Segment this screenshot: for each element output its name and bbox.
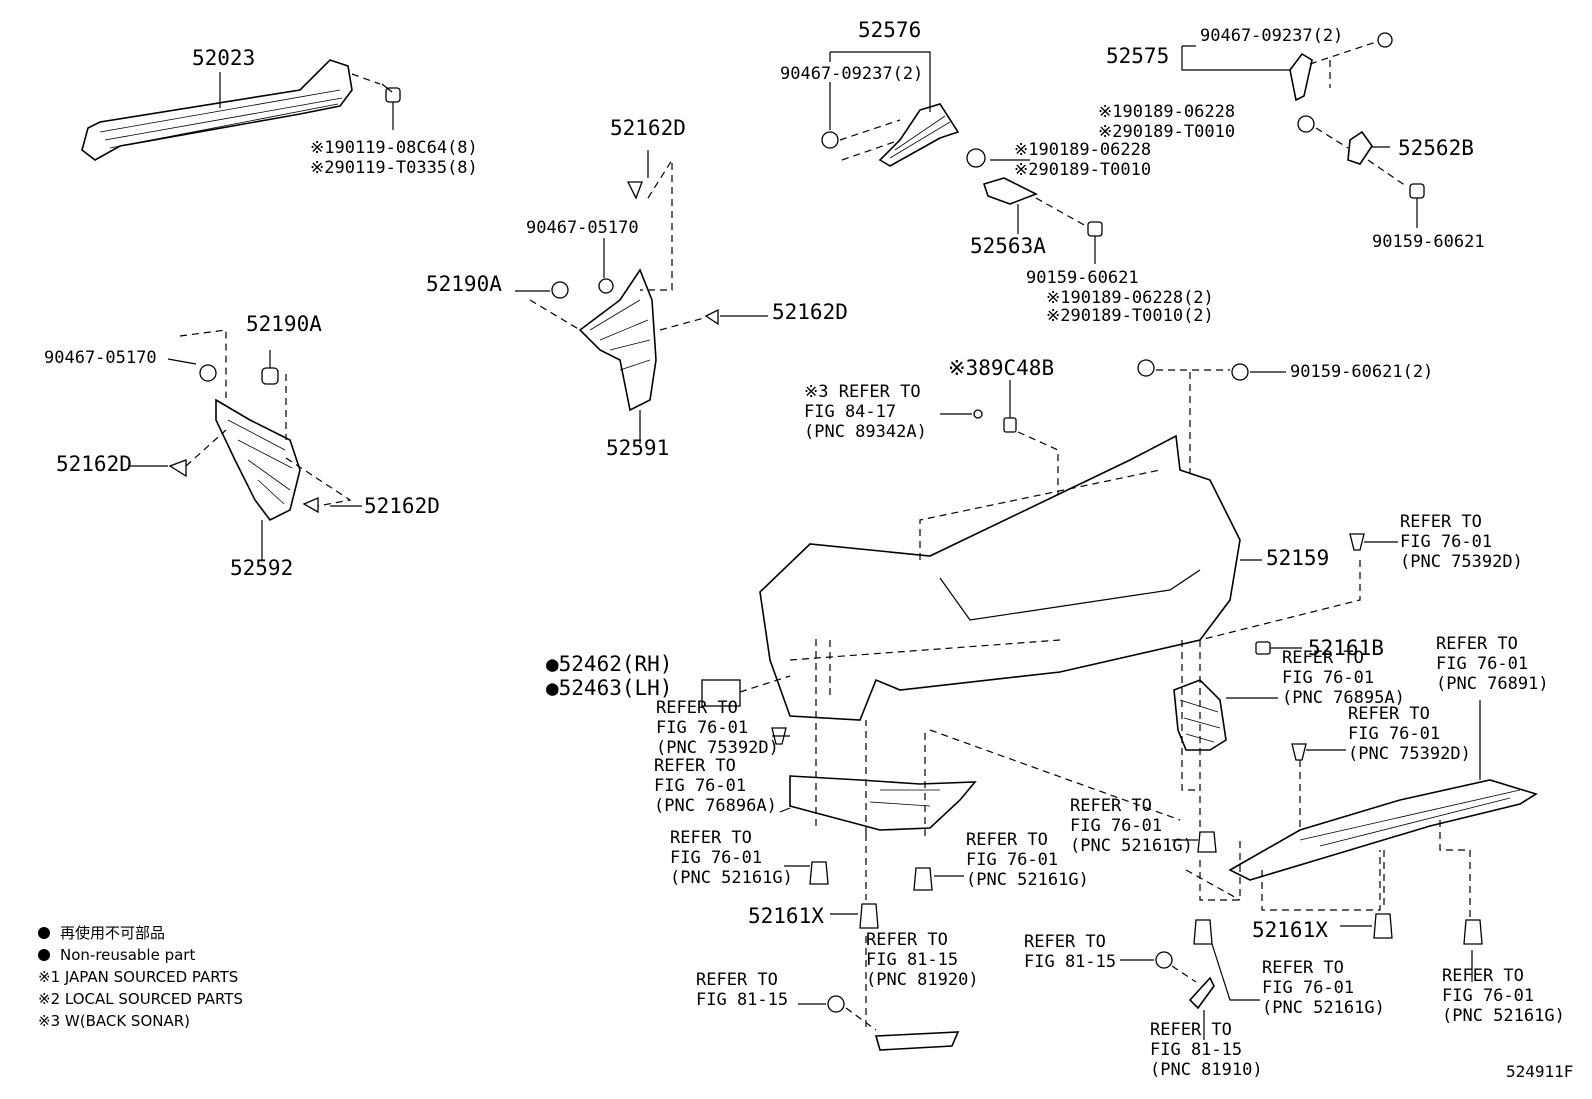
reflector-81910 bbox=[1120, 951, 1215, 1040]
cap-52161B bbox=[1255, 641, 1271, 655]
part-label-52162D-a: 52162D bbox=[610, 116, 686, 140]
part-label-52161B: 52161B bbox=[1308, 636, 1384, 660]
part-label-52463: ●52463(LH) bbox=[546, 676, 673, 700]
part-label-52161X-a: 52161X bbox=[748, 904, 824, 928]
legend-row-jp: 再使用不可部品 bbox=[38, 922, 243, 944]
legend: 再使用不可部品 Non-reusable part ※1 JAPAN SOURC… bbox=[38, 922, 243, 1032]
part-label-90119-2: ※290119-T0335(8) bbox=[310, 158, 478, 178]
bracket-52576 bbox=[821, 51, 960, 167]
part-label-52162D-b: 52162D bbox=[772, 300, 848, 324]
part-label-90189-b1: ※190189-06228 bbox=[1014, 140, 1152, 160]
figure-id: 524911F bbox=[1506, 1062, 1574, 1081]
part-label-90189-c1: ※190189-06228(2) bbox=[1046, 288, 1214, 308]
bracket-52562B bbox=[1297, 115, 1425, 228]
legend-note-1: ※1 JAPAN SOURCED PARTS bbox=[38, 968, 239, 986]
part-label-52162D-c: 52162D bbox=[56, 452, 132, 476]
part-label-90467-09237-a: 90467-09237(2) bbox=[780, 64, 924, 84]
part-label-90189-a2: ※290189-T0010 bbox=[1098, 122, 1236, 142]
part-label-90159-a: 90159-60621 bbox=[1372, 232, 1485, 252]
legend-row-en: Non-reusable part bbox=[38, 944, 243, 966]
part-label-52563A: 52563A bbox=[970, 234, 1046, 258]
retainer-52591 bbox=[515, 150, 768, 444]
bracket-52575 bbox=[1181, 32, 1393, 102]
part-label-89C48B: ※389C48B bbox=[948, 356, 1055, 380]
part-label-90189-b2: ※290189-T0010 bbox=[1014, 160, 1152, 180]
side-molding-right bbox=[1228, 700, 1538, 930]
pad-52462 bbox=[701, 675, 791, 707]
part-label-52562B: 52562B bbox=[1398, 136, 1474, 160]
bullet-icon bbox=[38, 927, 50, 939]
part-label-52575: 52575 bbox=[1106, 44, 1170, 68]
side-garnish-left bbox=[779, 636, 1181, 836]
part-label-90189-a1: ※190189-06228 bbox=[1098, 102, 1236, 122]
bumper-cover-52159 bbox=[759, 434, 1262, 721]
part-label-52159: 52159 bbox=[1266, 546, 1330, 570]
part-label-52190A-b: 52190A bbox=[246, 312, 322, 336]
part-label-90159-c: 90159-60621(2) bbox=[1290, 362, 1434, 382]
part-label-52162D-d: 52162D bbox=[364, 494, 440, 518]
part-label-52190A-a: 52190A bbox=[426, 272, 502, 296]
part-label-52023: 52023 bbox=[192, 46, 256, 70]
clips-upper-right bbox=[1137, 359, 1286, 480]
bullet-icon bbox=[38, 949, 50, 961]
bracket-52563A bbox=[966, 148, 1103, 264]
part-label-90189-c2: ※290189-T0010(2) bbox=[1046, 306, 1214, 326]
clips-52161G bbox=[784, 831, 1483, 1001]
part-label-90159-b: 90159-60621 bbox=[1026, 268, 1139, 288]
side-bracket-right bbox=[1173, 640, 1278, 840]
reinforcement-beam-52023 bbox=[81, 59, 353, 161]
part-label-90119-1: ※190119-08C64(8) bbox=[310, 138, 478, 158]
legend-note-3: ※3 W(BACK SONAR) bbox=[38, 1012, 191, 1030]
legend-note-2: ※2 LOCAL SOURCED PARTS bbox=[38, 990, 243, 1008]
clip-75392D bbox=[771, 533, 1398, 830]
part-label-90467-05170-a: 90467-05170 bbox=[526, 218, 639, 238]
bolt-90119 bbox=[351, 73, 401, 130]
retainer-52592 bbox=[130, 329, 362, 560]
part-label-90467-05170-b: 90467-05170 bbox=[44, 348, 157, 368]
part-label-52161X-b: 52161X bbox=[1252, 918, 1328, 942]
reflector-81920 bbox=[798, 936, 960, 1051]
part-label-90467-09237-b: 90467-09237(2) bbox=[1200, 26, 1344, 46]
part-label-52592: 52592 bbox=[230, 556, 294, 580]
part-label-52591: 52591 bbox=[606, 436, 670, 460]
part-label-52462: ●52462(RH) bbox=[546, 652, 673, 676]
clips-52161X bbox=[830, 834, 1393, 939]
part-label-52576: 52576 bbox=[858, 18, 922, 42]
